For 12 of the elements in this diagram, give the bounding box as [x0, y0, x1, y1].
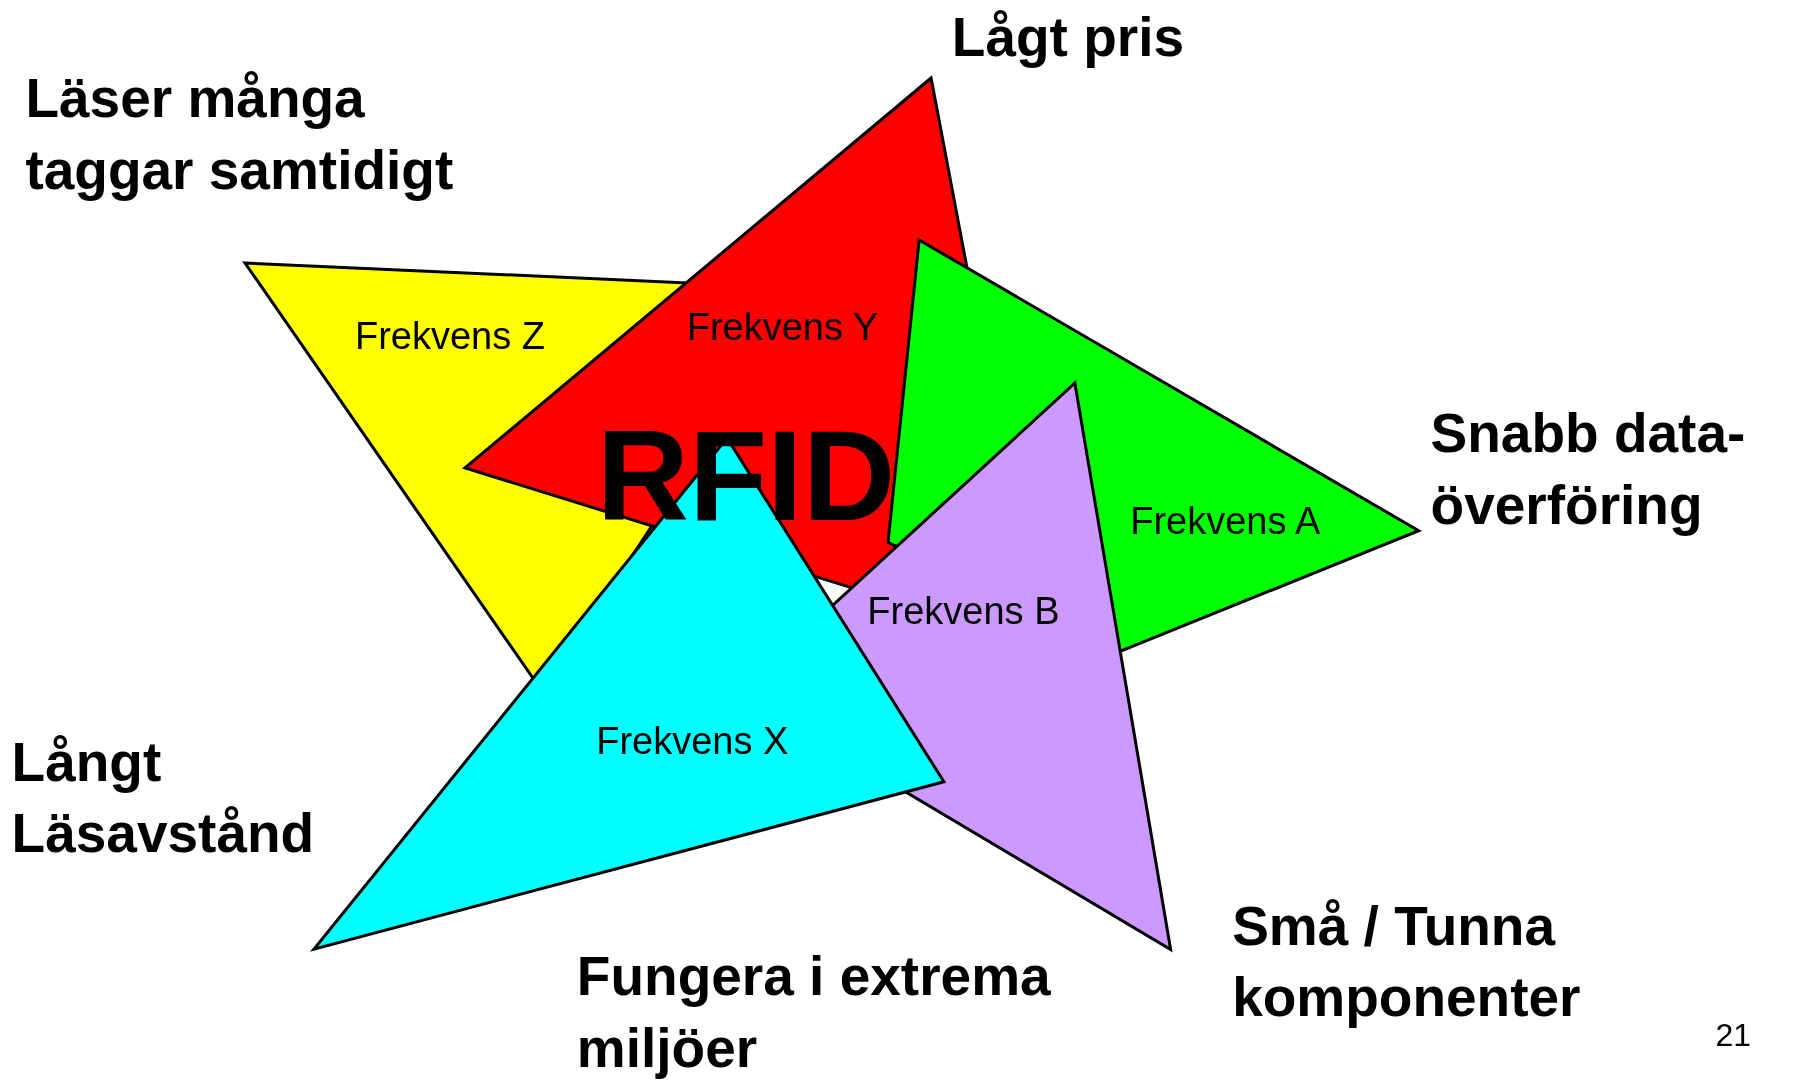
frequency-label: Frekvens Z: [354, 315, 545, 359]
feature-label: Långt Läsavstånd: [11, 729, 316, 867]
feature-label: Fungera i extrema miljöer: [576, 944, 1052, 1081]
feature-label: Lågt pris: [951, 5, 1186, 71]
frequency-label: Frekvens X: [596, 720, 789, 764]
feature-label: Snabb data- överföring: [1430, 401, 1747, 538]
frequency-label: Frekvens B: [867, 589, 1060, 633]
feature-label: Läser många taggar samtidigt: [25, 66, 455, 203]
feature-label: Små / Tunna komponenter: [1232, 893, 1582, 1031]
frequency-label: Frekvens Y: [686, 306, 879, 350]
page-number: 21: [1715, 1017, 1752, 1053]
frequency-label: Frekvens A: [1130, 499, 1321, 543]
